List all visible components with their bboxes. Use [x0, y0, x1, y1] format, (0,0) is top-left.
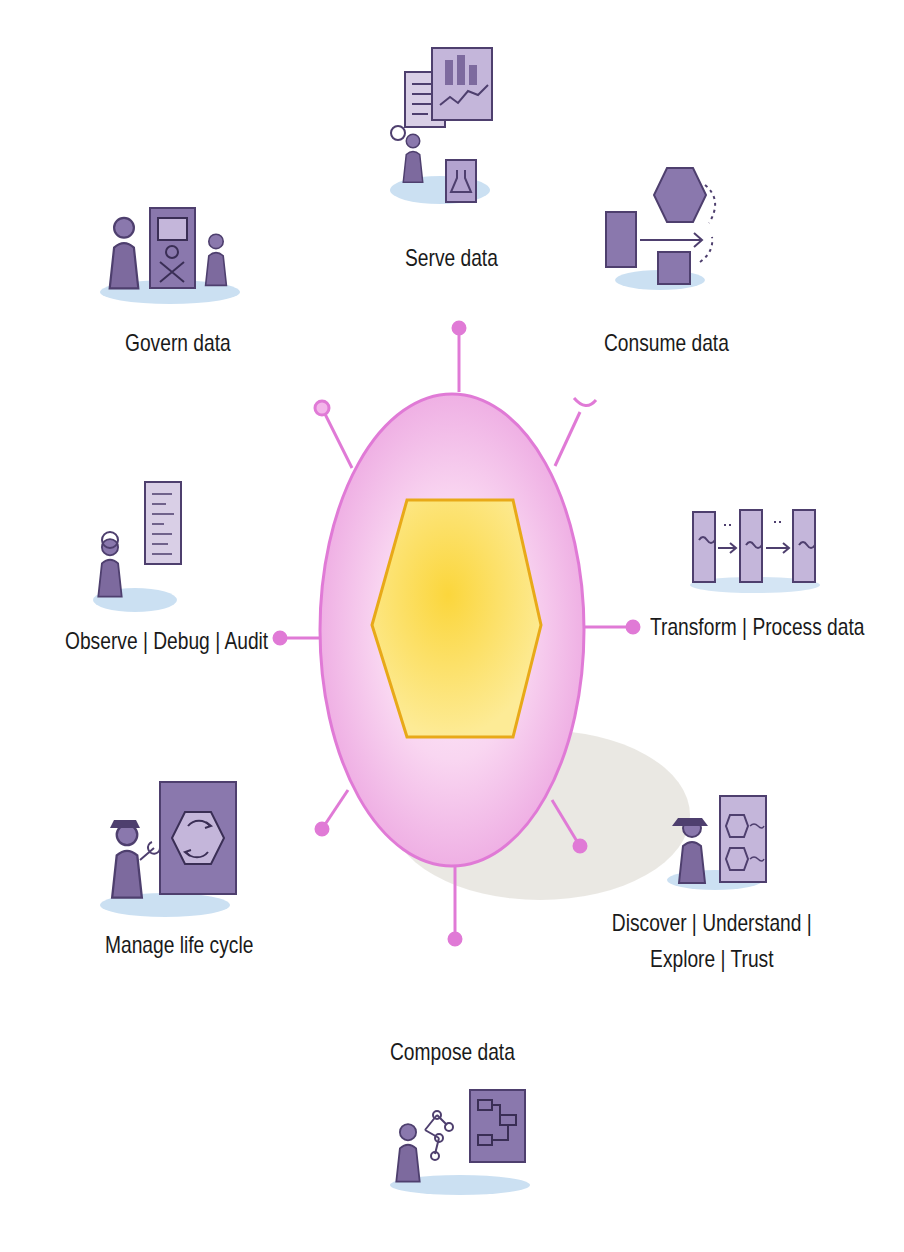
govern-icon: [100, 208, 240, 304]
hexagon: [372, 500, 541, 737]
spokes: [274, 322, 639, 945]
consume-icon: [606, 168, 715, 290]
affordance-label: Observe | Debug | Audit: [65, 623, 268, 659]
transform-icon: [690, 510, 820, 593]
compose-icon: [390, 1090, 530, 1195]
discover-icon: [667, 796, 766, 890]
pod-circle: [320, 394, 584, 866]
observe-icon: [93, 482, 181, 612]
affordance-label: Compose data: [390, 1034, 515, 1070]
affordance-label: Serve data: [405, 240, 498, 276]
serve-icon: [390, 48, 492, 204]
affordance-label: Manage life cycle: [105, 927, 253, 963]
affordance-label: Discover | Understand | Explore | Trust: [603, 905, 821, 977]
affordance-label: Govern data: [125, 325, 231, 361]
affordance-label: Transform | Process data: [650, 609, 864, 645]
lifecycle-icon: [100, 782, 236, 917]
affordance-label: Consume data: [604, 325, 729, 361]
